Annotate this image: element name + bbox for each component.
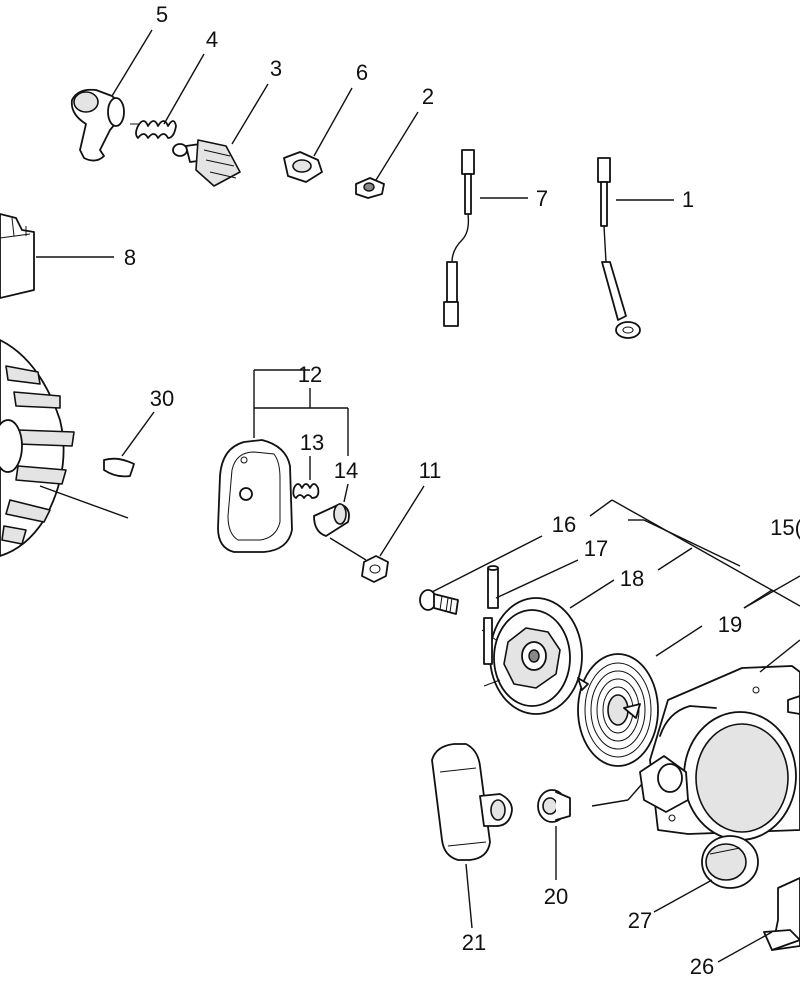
callout-15: 15( [770,515,800,540]
part-11-nut [361,555,389,583]
part-30-key [103,457,135,478]
callout-1: 1 [682,187,694,212]
callout-18: 18 [620,566,644,591]
callout-3: 3 [270,56,282,81]
part-7-lead-wire [443,149,475,327]
part-1-ground-wire [597,157,641,339]
callout-7: 7 [536,186,548,211]
part-5-spark-plug-cap [70,88,125,162]
callout-20: 20 [544,884,568,909]
part-20-bushing [537,789,571,823]
callout-14: 14 [334,458,358,483]
part-26-bracket [763,877,800,951]
callout-4: 4 [206,27,218,52]
callout-5: 5 [156,2,168,27]
part-4-spring [130,120,177,139]
part-15-starter-housing [639,665,800,841]
part-19-spring [577,653,659,767]
callout-12: 12 [298,362,322,387]
part-14-pawl [313,503,350,537]
callout-6: 6 [356,60,368,85]
callout-17: 17 [584,536,608,561]
callout-2: 2 [422,84,434,109]
callout-13: 13 [300,430,324,455]
part-27-cap [701,835,759,889]
part-3-terminal [172,139,241,187]
part-18-pulley [481,597,583,715]
part-17-pin [487,565,499,609]
flywheel-fins [0,339,129,557]
part-2-small-grommet [355,177,385,199]
callout-labels: 5 4 3 6 2 7 1 8 12 30 13 14 11 16 15( 17… [124,2,800,979]
callout-26: 26 [690,954,714,979]
part-6-grommet [283,151,323,183]
callout-27: 27 [628,908,652,933]
part-12-plate [217,439,293,553]
leader-lines [36,29,800,963]
part-8-shroud [0,213,35,299]
callout-11: 11 [419,458,442,483]
part-21-handle [431,743,513,861]
callout-30: 30 [150,386,174,411]
callout-21: 21 [462,930,486,955]
callout-8: 8 [124,245,136,270]
part-13-spring [292,483,320,499]
callout-19: 19 [718,612,742,637]
part-16-bolt [419,589,459,615]
callout-16: 16 [552,512,576,537]
